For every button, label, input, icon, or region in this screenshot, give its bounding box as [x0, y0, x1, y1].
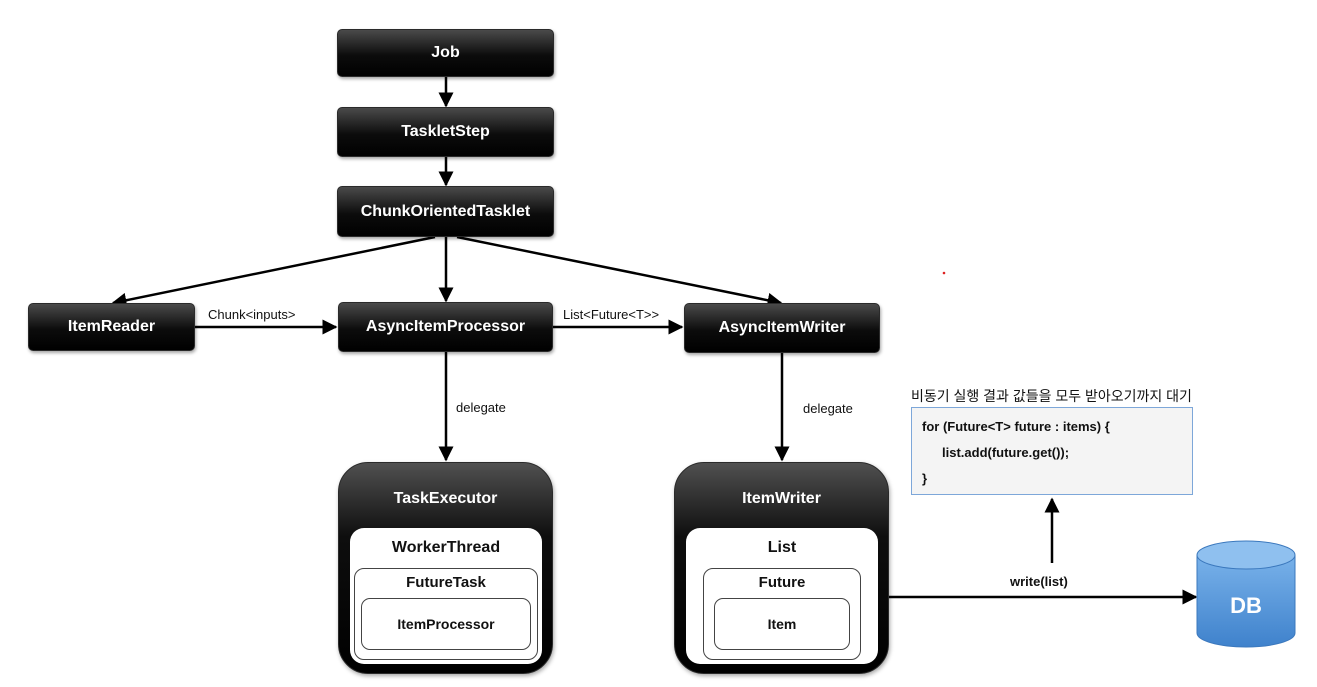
item-reader-label: ItemReader [67, 318, 156, 335]
item-processor-box: ItemProcessor [361, 598, 531, 650]
code-snippet-box: for (Future<T> future : items) { list.ad… [911, 407, 1193, 495]
tasklet-step-node: TaskletStep [337, 107, 554, 157]
item-label: Item [767, 616, 797, 632]
item-reader-node: ItemReader [28, 303, 195, 351]
list-box: List Future Item [686, 528, 878, 664]
item-writer-title: ItemWriter [742, 490, 821, 507]
future-task-box: FutureTask ItemProcessor [354, 568, 538, 660]
future-title: Future [758, 574, 806, 591]
red-dot-marker [942, 271, 946, 275]
arrow-chunk-to-writer [456, 235, 783, 308]
async-item-writer-label: AsyncItemWriter [718, 319, 846, 336]
write-list-label: write(list) [1010, 574, 1068, 589]
async-item-writer-node: AsyncItemWriter [684, 303, 880, 353]
chunk-inputs-label: Chunk<inputs> [208, 307, 296, 322]
code-line-close: } [922, 471, 928, 486]
tasklet-step-label: TaskletStep [401, 123, 490, 140]
writer-delegate-label: delegate [803, 401, 853, 416]
job-node: Job [337, 29, 554, 77]
item-box: Item [714, 598, 850, 650]
worker-thread-title: WorkerThread [391, 539, 501, 556]
code-line-add: list.add(future.get()); [942, 445, 1070, 460]
future-box: Future Item [703, 568, 861, 660]
code-line-for: for (Future<T> future : items) { [922, 419, 1110, 434]
task-executor-container: TaskExecutor WorkerThread FutureTask Ite… [338, 462, 553, 674]
item-writer-container: ItemWriter List Future Item [674, 462, 889, 674]
db-cylinder-icon [1196, 540, 1296, 648]
list-future-label: List<Future<T>> [563, 307, 660, 322]
worker-thread-box: WorkerThread FutureTask ItemProcessor [350, 528, 542, 664]
db-label: DB [1230, 593, 1262, 618]
chunk-oriented-tasklet-node: ChunkOrientedTasklet [337, 186, 554, 237]
async-item-processor-label: AsyncItemProcessor [365, 318, 526, 335]
processor-delegate-label: delegate [456, 400, 506, 415]
future-task-title: FutureTask [406, 574, 486, 591]
arrow-chunk-to-reader [111, 235, 436, 308]
job-label: Job [431, 44, 460, 61]
async-wait-note: 비동기 실행 결과 값들을 모두 받아오기까지 대기 [911, 388, 1192, 404]
chunk-oriented-tasklet-label: ChunkOrientedTasklet [360, 202, 531, 220]
item-processor-label: ItemProcessor [397, 616, 495, 632]
task-executor-title: TaskExecutor [393, 490, 498, 507]
async-item-processor-node: AsyncItemProcessor [338, 302, 553, 352]
list-title: List [767, 539, 797, 556]
